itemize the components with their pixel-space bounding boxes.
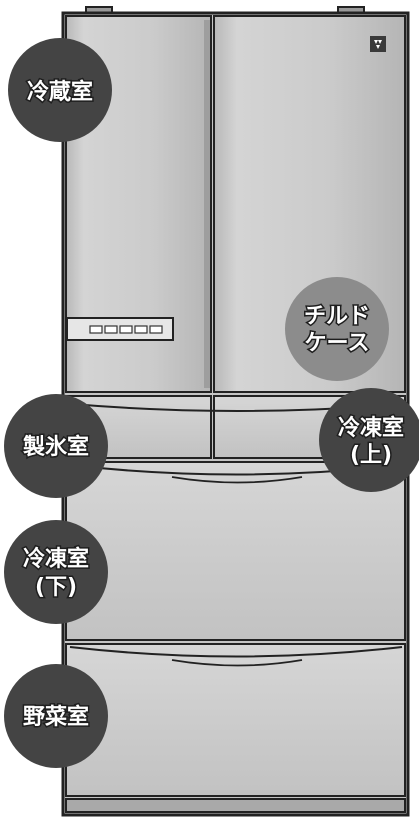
- lower-freezer-label-badge: 冷凍室 (下): [4, 520, 108, 624]
- ice-label-badge: 製氷室: [4, 394, 108, 498]
- door-handle-strip: [204, 20, 210, 388]
- drawer-handle: [171, 476, 303, 484]
- drawer-handle: [171, 659, 303, 667]
- vegetable-drawer[interactable]: [65, 643, 406, 797]
- fridge-label: 冷蔵室: [27, 79, 93, 105]
- brand-logo-icon: [370, 36, 386, 52]
- ice-label: 製氷室: [22, 434, 89, 460]
- lower-freezer-label-line1: 冷凍室: [23, 546, 89, 572]
- fridge-label-badge: 冷蔵室: [8, 38, 112, 142]
- vegetable-label: 野菜室: [23, 704, 89, 730]
- base-plinth: [65, 798, 406, 813]
- upper-freezer-label-line2: (上): [350, 443, 392, 468]
- drawer-handle: [69, 646, 403, 658]
- chilled-case-label-line1: チルド: [304, 304, 370, 329]
- control-panel-icon[interactable]: [66, 317, 174, 341]
- vegetable-label-badge: 野菜室: [4, 664, 108, 768]
- chilled-case-label-badge: チルド ケース: [285, 277, 389, 381]
- lower-freezer-label-line2: (下): [35, 575, 77, 600]
- upper-freezer-label-line1: 冷凍室: [338, 415, 404, 441]
- lower-freezer-drawer[interactable]: [65, 461, 406, 641]
- upper-freezer-label-badge: 冷凍室 (上): [319, 388, 419, 492]
- chilled-case-label-line2: ケース: [305, 331, 370, 356]
